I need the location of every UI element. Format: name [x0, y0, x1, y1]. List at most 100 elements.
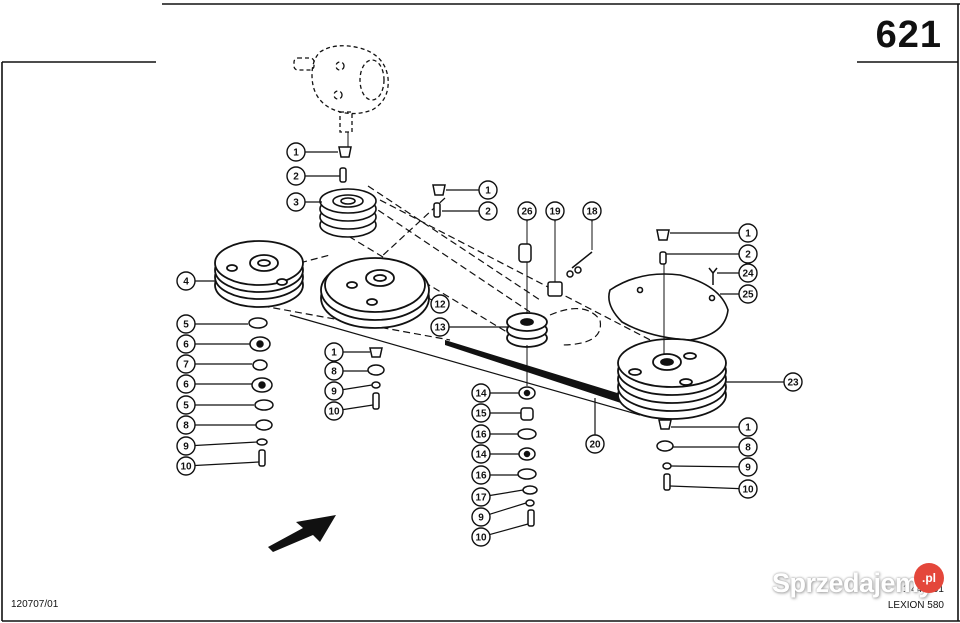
callout-circle	[783, 372, 803, 392]
callout-circle	[430, 317, 450, 337]
callout-number: 1	[331, 348, 337, 359]
callout-circle	[176, 395, 196, 415]
belt-20	[289, 314, 642, 416]
callout-number: 6	[183, 340, 189, 351]
callout-25: 25	[720, 284, 758, 304]
callout-number: 14	[475, 389, 487, 400]
callout-4: 4	[176, 271, 215, 291]
callout-circle	[176, 415, 196, 435]
leader-line	[194, 441, 258, 447]
callout-number: 1	[745, 423, 751, 434]
callout-circle	[738, 479, 758, 499]
leader-line	[489, 489, 524, 497]
travel-direction-arrow	[268, 515, 336, 552]
callout-circle	[738, 284, 758, 304]
callout-circle	[738, 244, 758, 264]
machine-model: LEXION 580	[887, 600, 944, 611]
callout-number: 26	[521, 207, 533, 218]
callout-circle	[738, 263, 758, 283]
callout-circle	[545, 201, 565, 221]
leader-line	[342, 384, 373, 391]
callout-circle	[517, 201, 537, 221]
callout-23: 23	[726, 372, 803, 392]
callout-number: 9	[478, 513, 484, 524]
axis-lines	[347, 132, 665, 386]
callout-number: 16	[475, 430, 487, 441]
callout-10: 10	[471, 523, 529, 547]
callout-number: 2	[293, 172, 299, 183]
callout-10: 10	[324, 401, 374, 421]
callout-8: 8	[673, 437, 758, 457]
callout-circle	[176, 334, 196, 354]
callout-9: 9	[324, 381, 373, 401]
callout-circle	[324, 381, 344, 401]
callout-circle	[471, 424, 491, 444]
callout-7: 7	[176, 354, 252, 374]
leader-line	[342, 404, 374, 411]
callout-circle	[585, 434, 605, 454]
callout-number: 17	[475, 493, 487, 504]
callout-number: 10	[742, 485, 754, 496]
pulley-12	[320, 257, 430, 329]
callout-circle	[738, 223, 758, 243]
callout-circle	[471, 465, 491, 485]
callout-number: 7	[183, 360, 189, 371]
pulley-3	[319, 188, 377, 238]
gearbox-outline	[293, 45, 389, 133]
callout-number: 10	[475, 533, 487, 544]
callout-24: 24	[717, 263, 758, 283]
callout-13: 13	[430, 317, 508, 337]
callout-circle	[286, 142, 306, 162]
callout-circle	[176, 374, 196, 394]
callout-circle	[286, 192, 306, 212]
callout-number: 5	[183, 320, 189, 331]
callout-circle	[176, 456, 196, 476]
callout-number: 9	[745, 463, 751, 474]
callout-number: 9	[183, 442, 189, 453]
callout-number: 1	[293, 148, 299, 159]
callout-8: 8	[176, 415, 256, 435]
callout-circle	[176, 436, 196, 456]
callout-circle	[738, 417, 758, 437]
callout-circle	[738, 457, 758, 477]
callout-1: 1	[446, 180, 498, 200]
callout-14: 14	[471, 383, 519, 403]
callout-2: 2	[666, 244, 758, 264]
callout-number: 1	[485, 186, 491, 197]
callout-number: 9	[331, 387, 337, 398]
callout-circle	[430, 294, 450, 314]
callout-12: 12	[427, 294, 450, 314]
callout-number: 20	[589, 440, 601, 451]
pulley-23	[617, 338, 727, 420]
callout-2: 2	[286, 166, 340, 186]
callout-number: 14	[475, 450, 487, 461]
callout-15: 15	[471, 403, 521, 423]
callout-number: 5	[183, 401, 189, 412]
callout-circle	[176, 314, 196, 334]
gasket-25	[608, 273, 729, 341]
callout-number: 8	[745, 443, 751, 454]
drawing-date-code: 120707/01	[11, 599, 59, 610]
callout-1: 1	[671, 417, 758, 437]
callout-number: 13	[434, 323, 446, 334]
callout-number: 12	[434, 300, 446, 311]
callout-circle	[324, 342, 344, 362]
callout-circle	[738, 437, 758, 457]
callout-circle	[471, 487, 491, 507]
callout-17: 17	[471, 487, 524, 507]
callout-9: 9	[670, 457, 758, 477]
callout-circle	[582, 201, 602, 221]
callout-circle	[478, 201, 498, 221]
leader-line	[427, 297, 433, 301]
callout-1: 1	[324, 342, 370, 362]
callout-10: 10	[669, 479, 758, 499]
callout-circle	[176, 354, 196, 374]
pulley-13	[506, 312, 548, 348]
leader-line	[489, 523, 529, 536]
callout-number: 24	[742, 269, 754, 280]
leader-line	[194, 461, 260, 467]
callout-1: 1	[670, 223, 758, 243]
callout-number: 2	[745, 250, 751, 261]
leader-line	[670, 465, 740, 468]
